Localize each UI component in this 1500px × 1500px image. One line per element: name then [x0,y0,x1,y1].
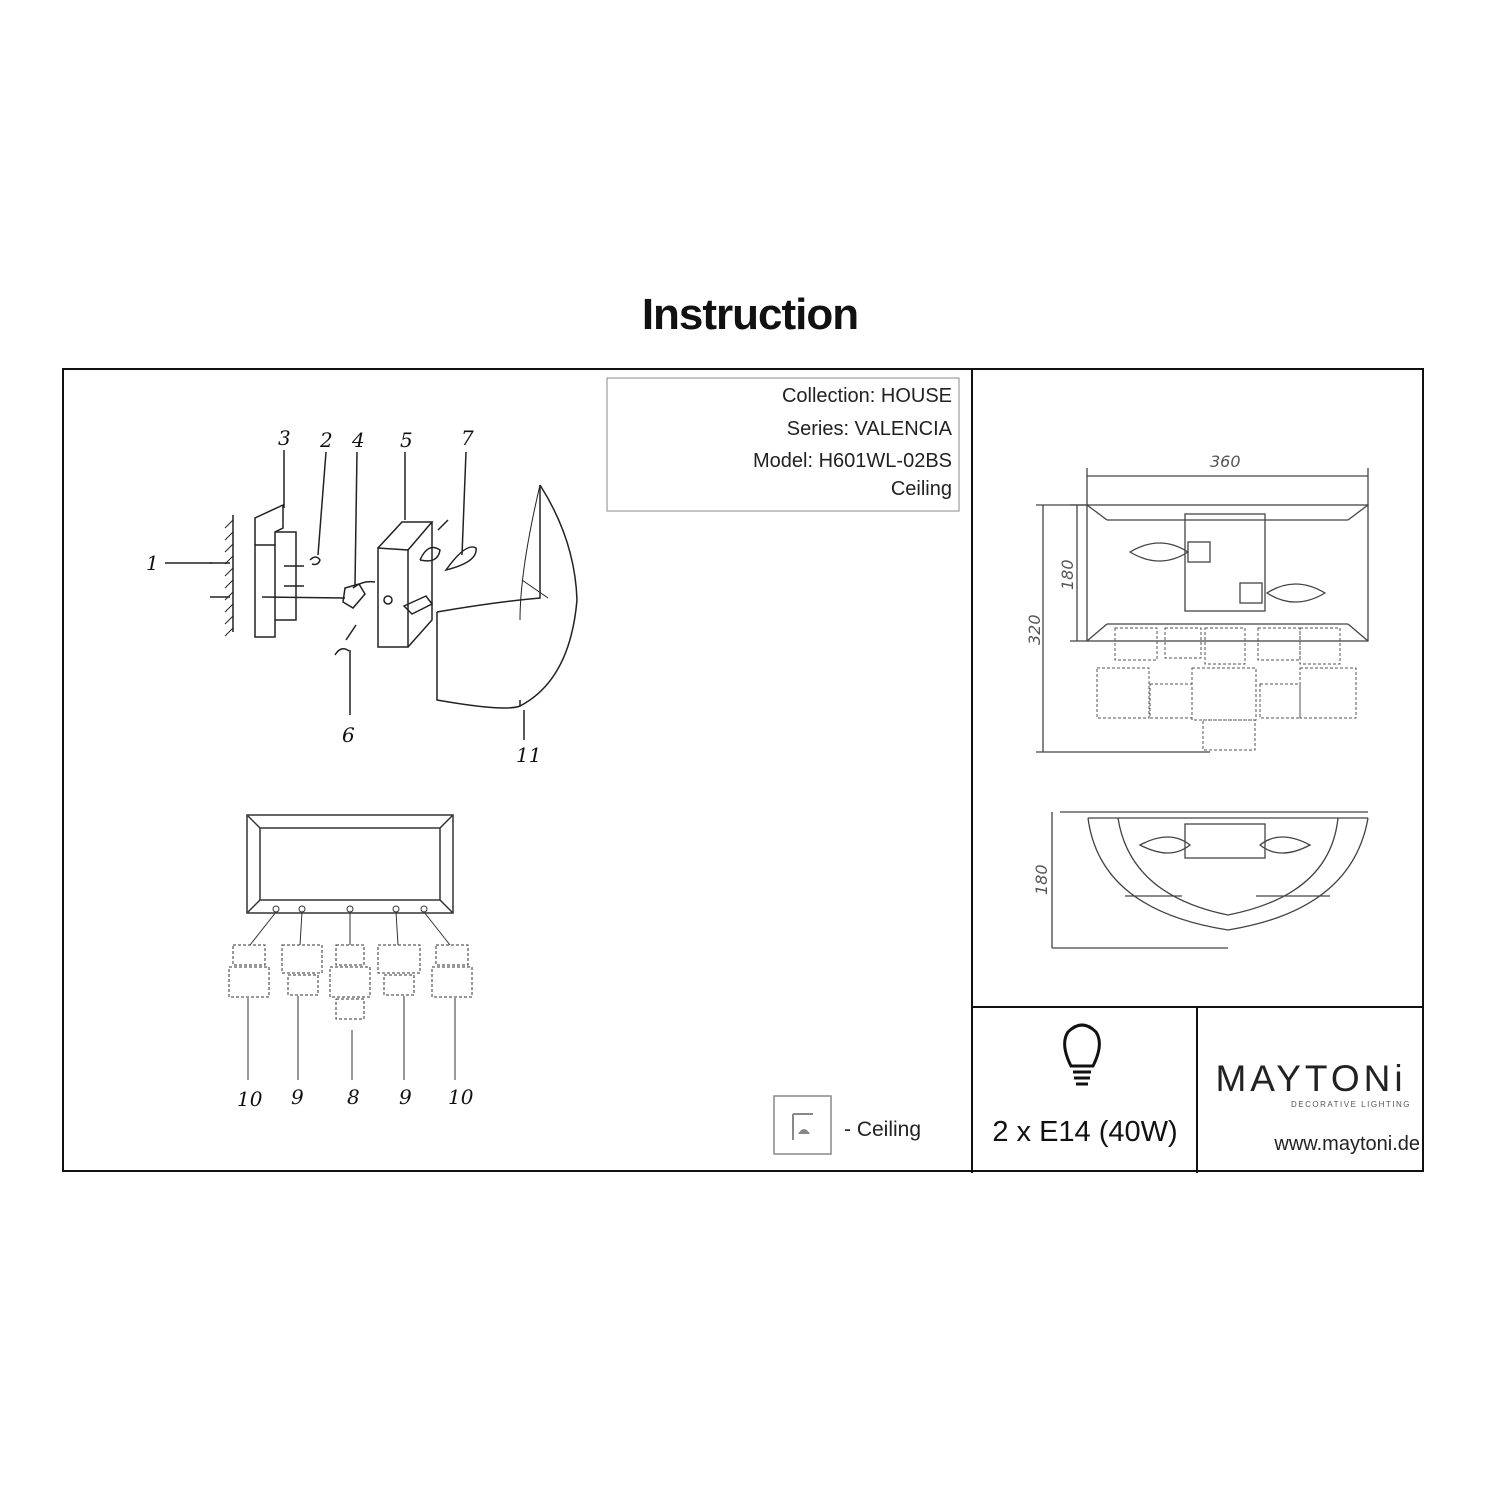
light-bulb-icon [1063,1023,1101,1086]
instruction-sheet-frame [62,368,1424,1172]
info-mount: Ceiling [890,478,952,500]
legend-label: - Ceiling [844,1118,922,1141]
callout-8: 8 [347,1085,360,1109]
callout-3: 3 [278,426,291,450]
info-model: Model: H601WL-02BS [753,450,952,472]
callout-9-right: 9 [399,1085,412,1109]
ceiling-mount-icon [773,1095,832,1155]
dimension-side-depth: 180 [1032,864,1051,895]
callout-5: 5 [400,428,413,452]
info-series: Series: VALENCIA [786,418,952,440]
callout-4: 4 [351,428,365,452]
dimension-width: 360 [1210,452,1241,471]
crystal-view [228,814,473,1080]
callout-9-left: 9 [291,1085,304,1109]
brand-logo: MAYTONi [1215,1058,1407,1099]
front-view-crystals [1096,627,1357,751]
info-box [606,377,960,512]
page-title: Instruction [641,290,859,339]
callout-11: 11 [516,743,541,767]
dimension-top-height: 180 [1058,559,1077,590]
callout-10-left: 10 [237,1087,263,1111]
callout-7: 7 [461,426,474,450]
brand-website: www.maytoni.de [1274,1133,1420,1155]
callout-6: 6 [342,723,355,747]
dimension-total-height: 320 [1025,614,1044,645]
side-view [1051,811,1369,949]
exploded-view [165,450,578,740]
bulb-spec: 2 x E14 (40W) [992,1116,1178,1148]
callout-2: 2 [319,428,333,452]
callout-10-right: 10 [448,1085,474,1109]
callout-1: 1 [146,551,159,575]
info-collection: Collection: HOUSE [781,385,952,407]
front-view [1036,468,1369,753]
brand-tagline: DECORATIVE LIGHTING [1291,1100,1411,1109]
